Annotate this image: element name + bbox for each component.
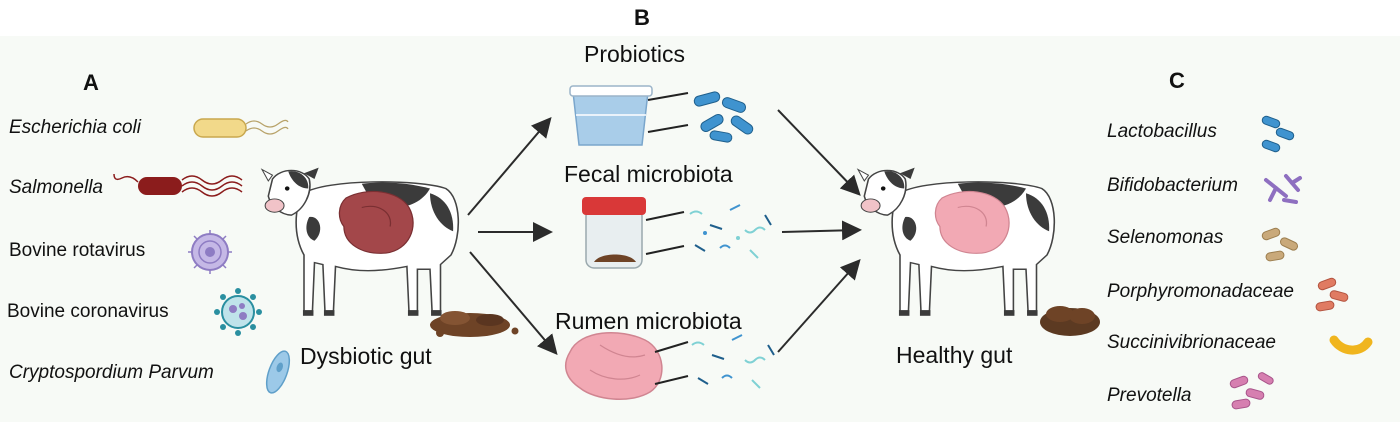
treatment-label-rumen: Rumen microbiota bbox=[555, 308, 742, 334]
protozoan-icon bbox=[265, 350, 291, 394]
pathogen-label-ecoli: Escherichia coli bbox=[9, 117, 141, 138]
arrow-rumen-to-healthy bbox=[777, 259, 861, 353]
taxon-label-bifidobacterium: Bifidobacterium bbox=[1107, 175, 1238, 196]
treatment-label-probiotics: Probiotics bbox=[584, 41, 685, 67]
fecal-bacteria-icon bbox=[689, 204, 772, 259]
flagellated-bacterium-icon bbox=[113, 173, 243, 197]
arrow-fecal-to-healthy bbox=[781, 220, 862, 241]
pathogen-label-salmonella: Salmonella bbox=[9, 177, 103, 198]
pathogen-label-coronavirus: Bovine coronavirus bbox=[7, 301, 169, 322]
pathogen-label-rotavirus: Bovine rotavirus bbox=[9, 240, 146, 261]
coronavirus-icon bbox=[214, 288, 262, 336]
orange-rods-icon bbox=[1315, 277, 1349, 312]
panel-letter-b: B bbox=[634, 5, 650, 30]
treatment-label-fecal: Fecal microbiota bbox=[564, 161, 733, 187]
rumen-bacteria-icon bbox=[691, 334, 775, 389]
dysbiotic-cow-icon bbox=[261, 166, 460, 317]
formed-feces-icon bbox=[1040, 306, 1100, 336]
healthy-cow-icon bbox=[857, 166, 1056, 317]
taxon-label-selenomonas: Selenomonas bbox=[1107, 227, 1224, 248]
taxon-label-lactobacillus: Lactobacillus bbox=[1107, 121, 1217, 142]
panel-letter-c: C bbox=[1169, 68, 1185, 93]
healthy-gut-label: Healthy gut bbox=[896, 342, 1013, 368]
pink-rods-icon bbox=[1229, 372, 1274, 410]
curved-rods-icon bbox=[1261, 227, 1299, 262]
arrow-to-rumen bbox=[469, 251, 558, 356]
rumen-icon bbox=[564, 331, 663, 400]
pathogen-label-cryptosporidium: Cryptospordium Parvum bbox=[9, 362, 214, 383]
taxon-label-porphyromonadaceae: Porphyromonadaceae bbox=[1107, 281, 1294, 302]
taxon-label-succinivibrionaceae: Succinivibrionaceae bbox=[1107, 332, 1276, 353]
taxon-label-prevotella: Prevotella bbox=[1107, 385, 1192, 406]
curved-yellow-icon bbox=[1329, 335, 1373, 355]
blue-rods-icon bbox=[1261, 115, 1295, 153]
panel-letter-a: A bbox=[83, 70, 99, 95]
branched-bacteria-icon bbox=[1264, 174, 1302, 204]
rotavirus-icon bbox=[188, 230, 232, 274]
specimen-jar-icon bbox=[582, 197, 646, 269]
arrow-to-probiotics bbox=[467, 116, 552, 216]
rod-bacterium-icon bbox=[193, 118, 289, 138]
loose-feces-icon bbox=[430, 311, 519, 337]
arrow-probiotics-to-healthy bbox=[777, 109, 861, 196]
probiotic-bacteria-icon bbox=[693, 91, 754, 143]
dysbiotic-gut-label: Dysbiotic gut bbox=[300, 343, 432, 369]
yogurt-cup-icon bbox=[569, 85, 653, 146]
